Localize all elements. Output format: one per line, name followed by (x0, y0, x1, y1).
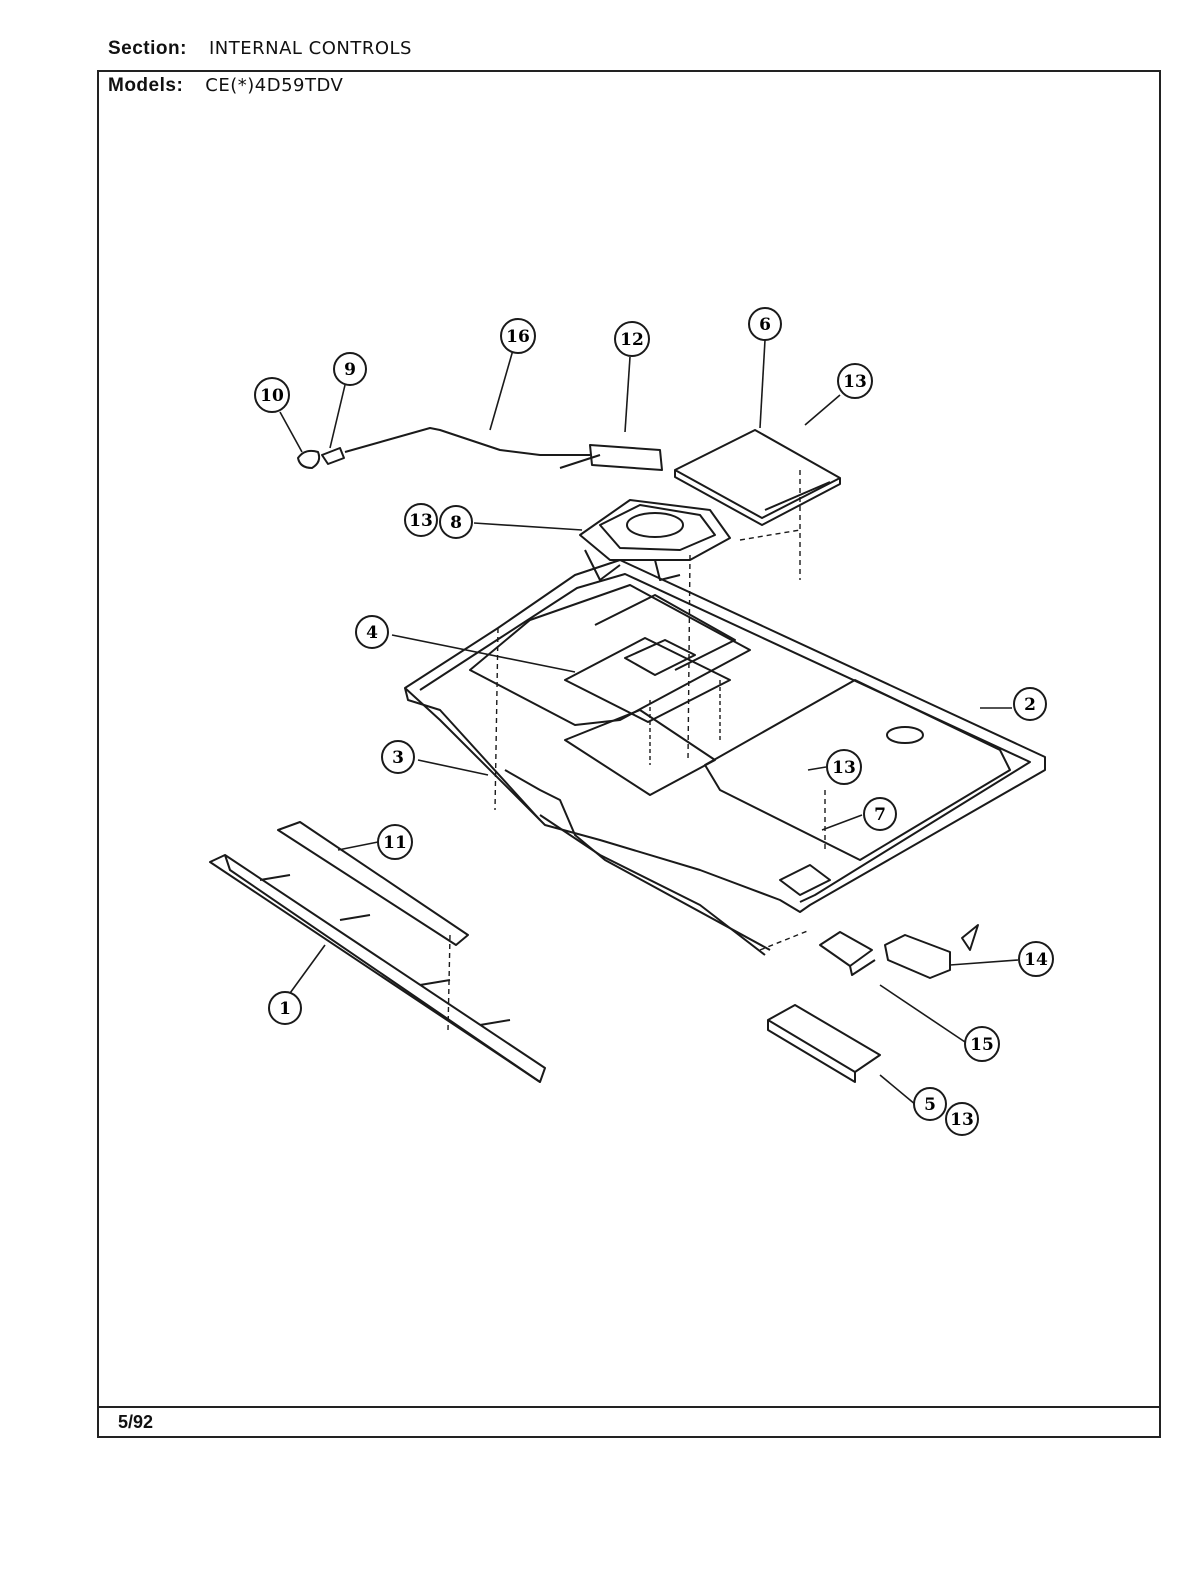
callout-4-label: 4 (366, 623, 378, 643)
callout-15: 15 (964, 1026, 1000, 1062)
strip-part (277, 821, 469, 946)
callout-16-label: 16 (506, 327, 530, 347)
callout-10: 10 (254, 377, 290, 413)
models-label: Models: (108, 75, 184, 96)
callout-13b: 13 (837, 363, 873, 399)
trim-rail-part (209, 854, 546, 1083)
callout-14: 14 (1018, 941, 1054, 977)
callout-7: 7 (863, 797, 897, 831)
terminal-block-part (819, 931, 876, 976)
callout-10-label: 10 (260, 386, 284, 406)
callout-1: 1 (268, 991, 302, 1025)
callout-4: 4 (355, 615, 389, 649)
channel-bracket-part (767, 1004, 881, 1083)
callout-14-label: 14 (1024, 950, 1048, 970)
callout-12: 12 (614, 321, 650, 357)
diagram-frame (97, 70, 1161, 1438)
models-value: CE(*)4D59TDV (205, 75, 344, 96)
bracket-part (564, 594, 736, 765)
callout-1-label: 1 (279, 999, 291, 1019)
callout-15-label: 15 (970, 1035, 994, 1055)
callout-11: 11 (377, 824, 413, 860)
callout-9: 9 (333, 352, 367, 386)
callout-5: 5 (913, 1087, 947, 1121)
callout-2: 2 (1013, 687, 1047, 721)
top-panel-part (404, 559, 1046, 956)
models-heading: Models: CE(*)4D59TDV (108, 75, 343, 97)
callout-13c-label: 13 (832, 758, 856, 778)
switch-part (884, 924, 979, 979)
callout-13a-label: 13 (409, 511, 433, 531)
callout-16: 16 (500, 318, 536, 354)
callout-3-label: 3 (392, 748, 404, 768)
footer-divider (97, 1406, 1161, 1408)
callout-7-label: 7 (874, 805, 886, 825)
callout-13d: 13 (945, 1102, 979, 1136)
callout-13b-label: 13 (843, 372, 867, 392)
callout-9-label: 9 (344, 360, 356, 380)
control-assembly-part (579, 499, 731, 581)
footer-date: 5/92 (118, 1412, 154, 1432)
knob-clip-part (297, 447, 345, 469)
callout-8: 8 (439, 505, 473, 539)
section-label: Section: (108, 38, 187, 59)
callout-6: 6 (748, 307, 782, 341)
callout-5-label: 5 (924, 1095, 936, 1115)
alignment-lines (447, 470, 826, 1031)
callout-2-label: 2 (1024, 695, 1036, 715)
cover-plate-part (674, 429, 841, 526)
callout-12-label: 12 (620, 330, 644, 350)
callout-13a: 13 (404, 503, 438, 537)
section-value: INTERNAL CONTROLS (208, 38, 412, 59)
callout-3: 3 (381, 740, 415, 774)
wire-harness-part (344, 427, 663, 471)
callout-8-label: 8 (450, 513, 462, 533)
callout-13d-label: 13 (950, 1110, 974, 1130)
callout-11-label: 11 (383, 833, 407, 853)
callout-6-label: 6 (759, 315, 771, 335)
callout-13c: 13 (826, 749, 862, 785)
section-heading: Section: INTERNAL CONTROLS (108, 38, 412, 60)
leader-lines (279, 339, 1019, 1106)
